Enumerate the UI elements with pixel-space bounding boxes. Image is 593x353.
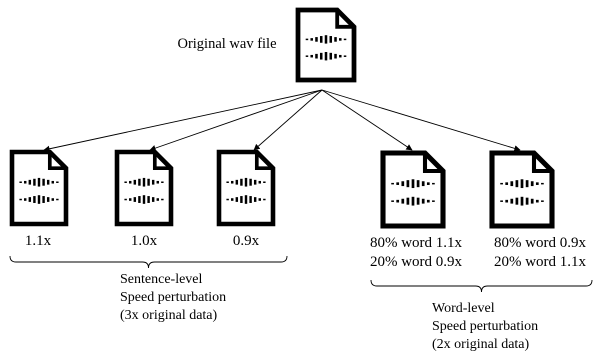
speed-0-9x-label: 0.9x [233,233,260,249]
word-level-caption-line-1: Word-level [432,301,495,316]
word-mix-b-audio-file-icon [489,150,555,229]
word-mix-b-label-line-1: 80% word 0.9x [494,235,587,251]
sentence-level-caption-line-1: Sentence-level [120,272,203,287]
sentence-level-caption-line-3: (3x original data) [120,308,218,323]
sentence-level-caption-line-2: Speed perturbation [120,290,226,305]
sentence-level-brace [9,255,288,269]
word-mix-b-label-line-2: 20% word 1.1x [494,254,587,270]
arrow-to-word-mix-b [321,89,521,152]
arrow-to-speed-1-0x [149,89,323,152]
speed-1-0x-audio-file-icon [114,149,174,227]
arrow-to-word-mix-a [321,89,413,151]
word-level-caption-line-2: Speed perturbation [432,319,538,334]
arrow-to-speed-0-9x [253,89,323,151]
speed-0-9x-audio-file-icon [216,149,276,227]
word-mix-a-label-line-1: 80% word 1.1x [370,235,463,251]
arrow-to-speed-1-1x [43,89,323,152]
source-audio-file-icon [295,7,357,83]
braces-group [9,255,593,293]
source-label: Original wav file [177,36,276,52]
speed-1-0x-label: 1.0x [131,233,158,249]
file-icons-group [9,7,555,229]
word-mix-a-label-line-2: 20% word 0.9x [370,254,463,270]
speed-1-1x-label: 1.1x [25,233,52,249]
labels-group: Original wav file 1.1x 1.0x 0.9x 80% word 1.… [25,36,587,352]
arrows-group [43,89,521,152]
word-level-caption-line-3: (2x original data) [432,337,530,352]
word-mix-a-audio-file-icon [380,150,446,229]
word-level-brace [370,279,593,293]
speed-1-1x-audio-file-icon [9,149,69,227]
